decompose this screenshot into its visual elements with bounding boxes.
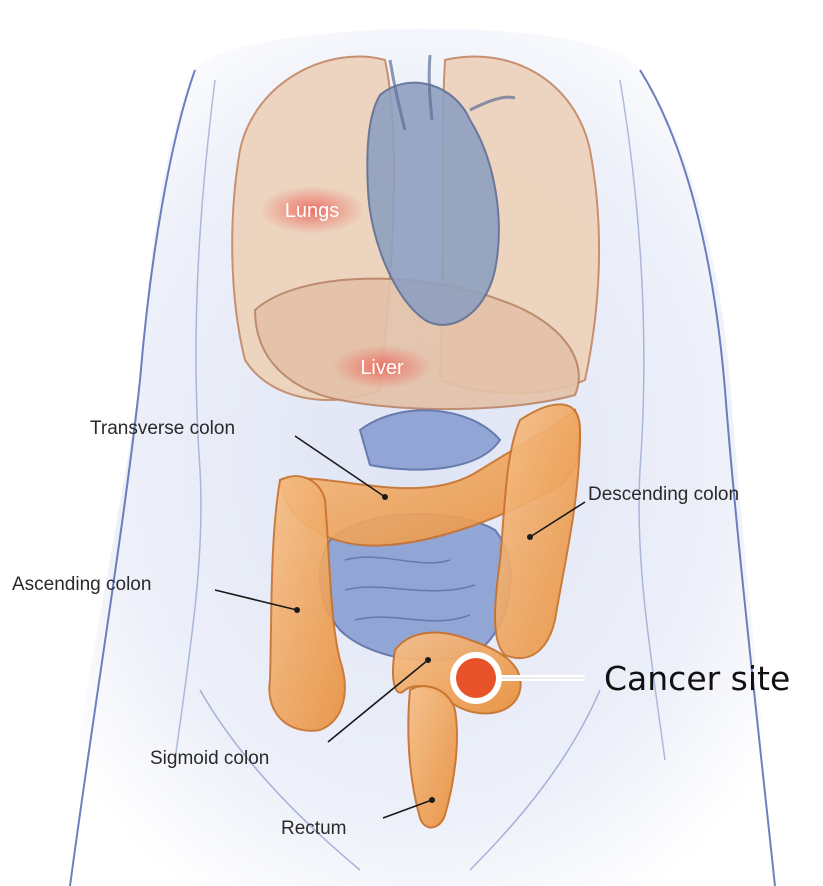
organ-label-liver: Liver bbox=[332, 345, 432, 389]
cancer-site-label: Cancer site bbox=[604, 659, 790, 698]
rectum-label: Rectum bbox=[281, 818, 346, 839]
ascending-colon-label: Ascending colon bbox=[12, 574, 151, 595]
sigmoid-colon-label: Sigmoid colon bbox=[150, 748, 269, 769]
organ-label-lungs: Lungs bbox=[260, 186, 364, 234]
descending-colon-label: Descending colon bbox=[588, 484, 739, 505]
transverse-colon-label: Transverse colon bbox=[90, 418, 235, 439]
lungs-label: Lungs bbox=[285, 200, 340, 222]
liver-label: Liver bbox=[360, 357, 404, 379]
cancer-site-dot bbox=[456, 658, 496, 698]
